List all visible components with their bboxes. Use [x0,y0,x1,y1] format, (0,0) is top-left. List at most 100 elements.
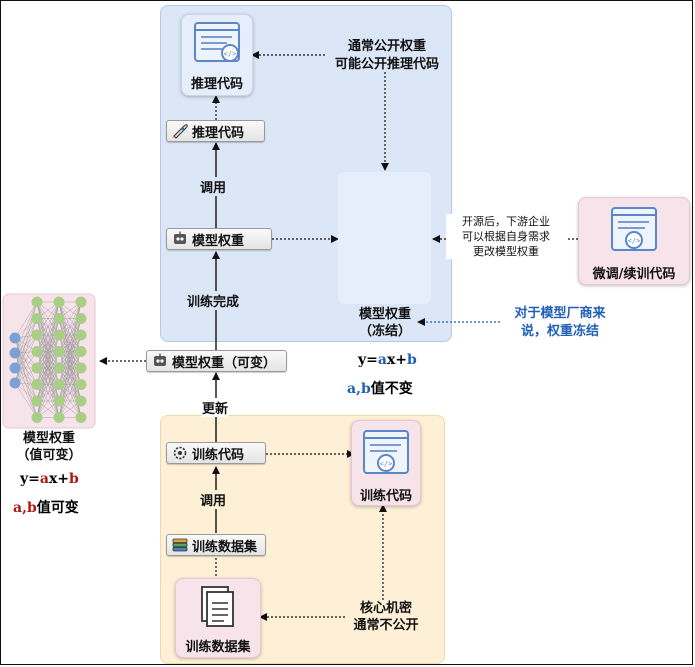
training-code-card-label: 训练代码 [359,489,412,504]
nn-edge [14,352,38,402]
nn-node [75,346,87,357]
public-weights-note: 通常公开权重 可能公开推理代码 [312,38,462,74]
nn-node [53,346,65,357]
nn-edge [58,384,82,418]
model-weights-variable-box-label: 模型权重（可变） [172,355,277,371]
nn-node [31,362,43,374]
model-weights-variable-box[interactable]: 模型权重（可变） [146,350,287,372]
training-dataset-card-label: 训练数据集 [185,640,251,655]
nn-node [75,395,87,407]
call-label-top: 调用 [200,177,227,196]
code-window-icon: </> [611,207,657,251]
nn-edge [58,301,82,369]
vendor-frozen-note-line1: 对于模型厂商来 [514,306,606,321]
nn-node [53,329,65,341]
nn-node [53,362,65,374]
nn-node [31,412,43,423]
frozen-model-title-line2: （冻结） [358,324,411,339]
frozen-nn-card [338,172,431,304]
robot-icon [154,353,166,366]
open-source-note-line3: 更改模型权重 [473,245,539,258]
nn-node [31,329,43,341]
frozen-formula: y=ax+b [358,352,417,368]
nn-edge [58,301,82,352]
svg-text:</>: </> [628,237,641,245]
nn-edge [14,318,38,384]
nn-edge [14,337,38,369]
nn-node [75,362,87,374]
database-icon [172,538,188,552]
finetune-code-card-label: 微调/续训代码 [592,267,676,282]
nn-node [31,313,43,324]
nn-node [31,395,43,407]
nn-edge [14,367,38,402]
nn-edge [14,367,38,418]
variable-ab-note: a,b值可变 [13,500,79,516]
document-stack-icon [201,586,234,627]
variable-formula: y=ax+b [20,471,79,487]
nn-node [9,332,21,344]
code-window-icon: </> [194,22,240,62]
model-weights-box[interactable]: 模型权重 [166,228,272,250]
finetune-code-card: </> 微调/续训代码 [578,197,690,285]
nn-node [75,329,87,341]
inference-code-card: </> 推理代码 [181,14,253,96]
inference-code-card-label: 推理代码 [190,77,243,92]
secret-note: 核心机密 通常不公开 [346,600,426,634]
variable-model-title: 模型权重 （值可变） [0,430,98,464]
training-code-box[interactable]: 训练代码 [166,442,266,464]
nn-edge [14,351,38,384]
nn-node [31,379,43,390]
nn-node [9,347,21,359]
nn-node [31,296,43,308]
nn-edge [58,351,82,418]
nn-edge [14,301,38,339]
nn-edge [14,301,38,354]
open-source-note-line1: 开源后，下游企业 [462,215,550,228]
nn-edge [14,352,38,418]
train-done-label: 训练完成 [187,291,240,310]
nn-node [75,379,87,390]
nn-node [53,313,65,324]
vendor-frozen-note: 对于模型厂商来 说，权重冻结 [500,305,620,341]
nn-edge [14,318,38,354]
training-dataset-box-label: 训练数据集 [192,539,258,555]
public-weights-note-line2: 可能公开推理代码 [334,57,439,72]
code-window-icon: </> [363,430,409,474]
variable-model-title-line2: （值可变） [16,448,82,463]
nn-edge [14,334,38,369]
nn-node [53,395,65,407]
nn-edge [14,352,38,385]
variable-model-title-line1: 模型权重 [22,431,75,446]
training-dataset-box[interactable]: 训练数据集 [166,534,266,556]
nn-node [9,377,21,389]
nn-edge [14,337,38,385]
update-label: 更新 [202,398,229,417]
nn-edge [58,301,82,336]
nn-node [53,412,65,423]
training-code-box-label: 训练代码 [192,447,245,463]
frozen-ab-note: a,b值不变 [347,381,413,397]
nn-edge [14,382,38,418]
frozen-model-title: 模型权重 （冻结） [336,306,434,340]
open-source-note: 开源后，下游企业 可以根据自身需求 更改模型权重 [446,214,566,259]
inference-code-box-label: 推理代码 [192,125,245,141]
nn-edge [36,351,60,418]
rocket-icon [172,124,188,139]
nn-node [53,296,65,308]
robot-icon [174,231,186,244]
nn-node [9,362,21,374]
call-label-bottom: 调用 [200,490,227,509]
public-weights-note-line1: 通常公开权重 [347,39,426,54]
nn-node [75,313,87,324]
nn-edge [36,301,60,352]
nn-edge [14,318,38,369]
model-weights-box-label: 模型权重 [192,233,245,249]
inference-code-box[interactable]: 推理代码 [166,120,265,142]
svg-text:</>: </> [380,460,393,468]
gear-icon [173,446,187,460]
training-code-card: </> 训练代码 [351,420,421,506]
svg-text:</>: </> [224,50,237,58]
